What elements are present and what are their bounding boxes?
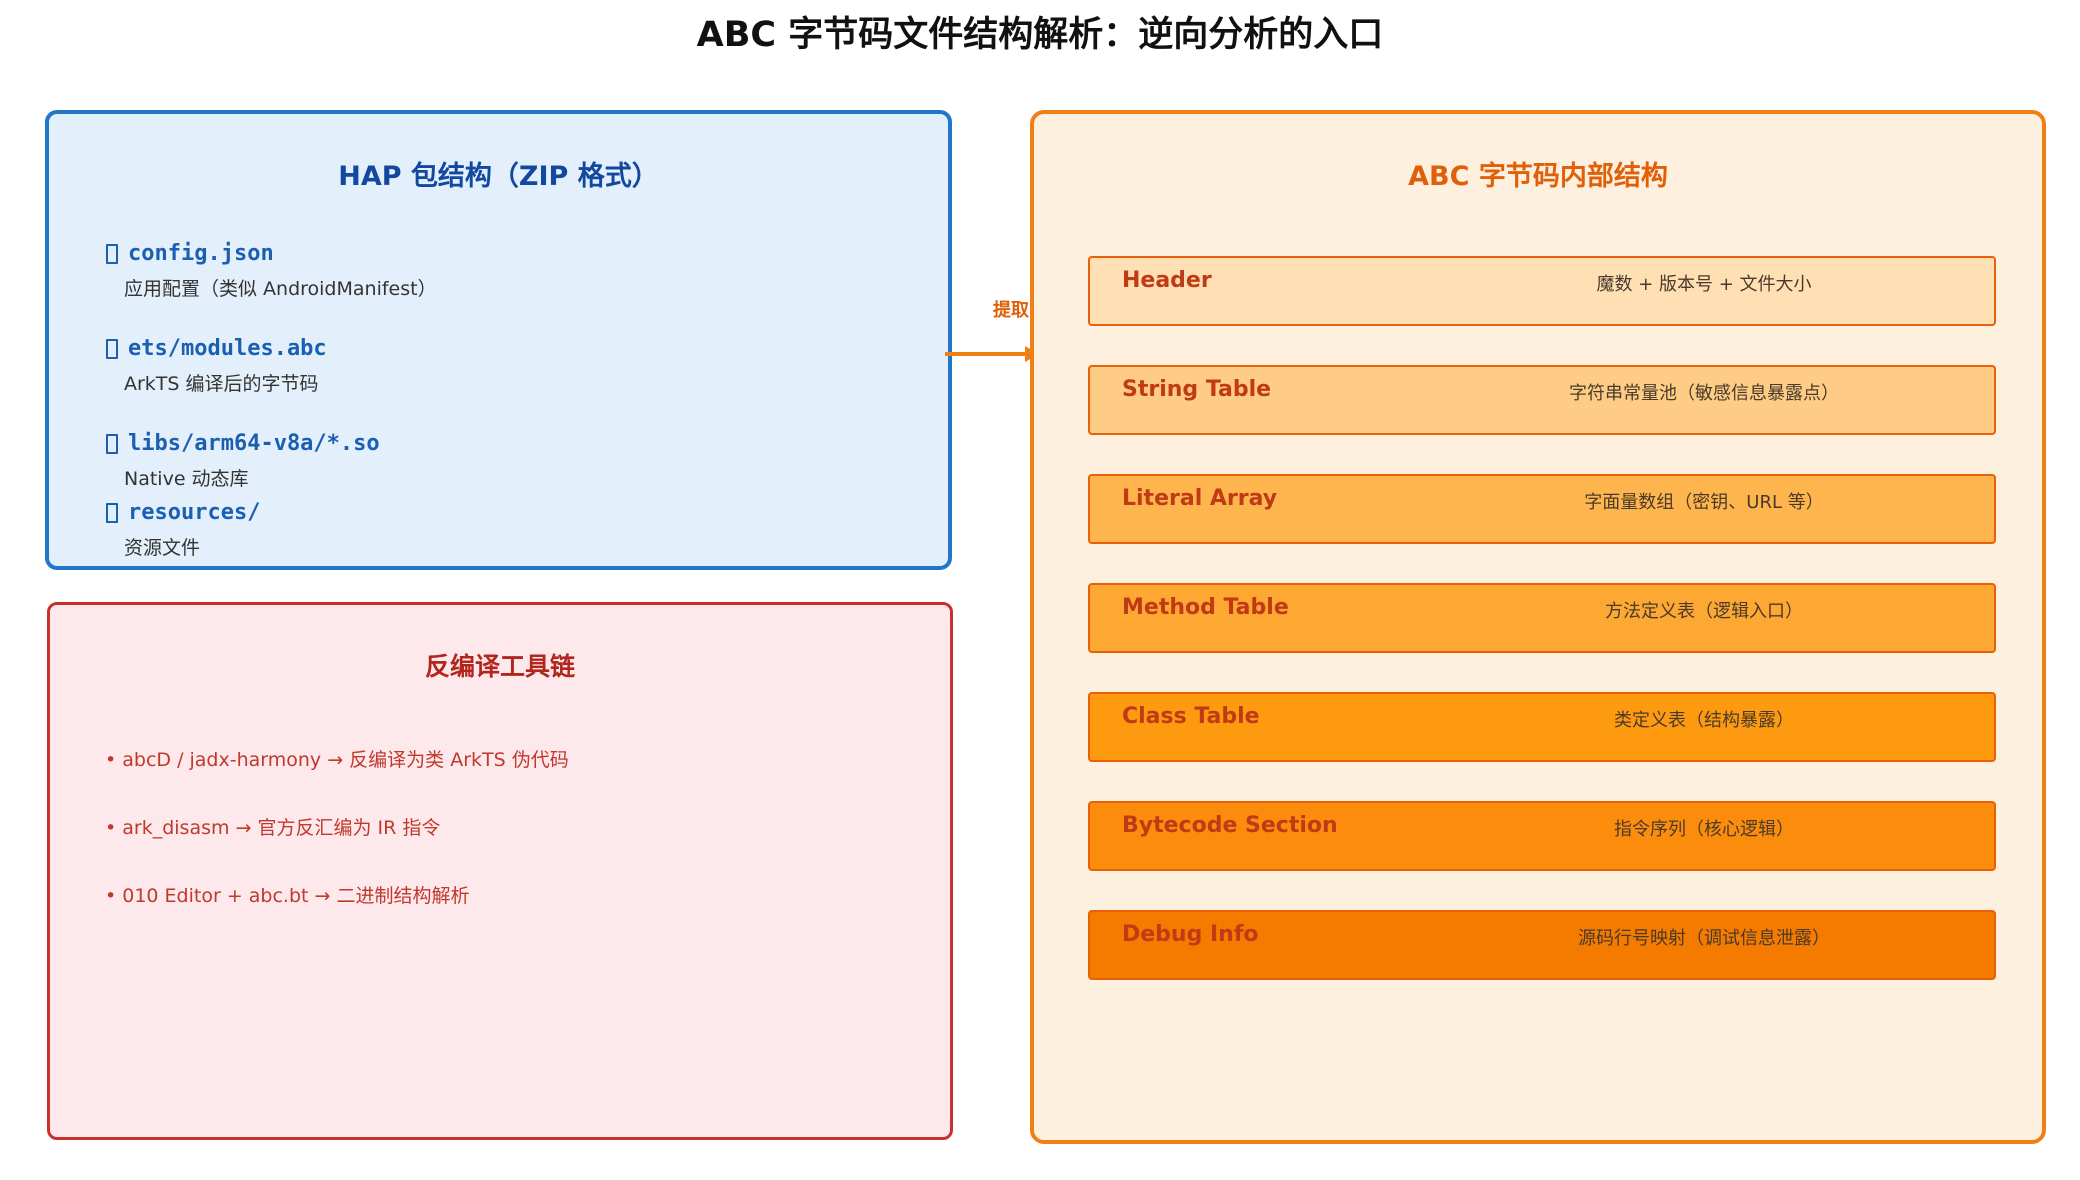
hap-item-config: config.json 应用配置（类似 AndroidManifest） bbox=[106, 241, 437, 301]
abc-row-bytecode-section: Bytecode Section 指令序列（核心逻辑） bbox=[1088, 801, 1996, 871]
hap-item-name: libs/arm64-v8a/*.so bbox=[128, 431, 380, 456]
hap-item-libs: libs/arm64-v8a/*.so Native 动态库 bbox=[106, 431, 380, 491]
abc-row-desc: 字面量数组（密钥、URL 等） bbox=[1584, 492, 1824, 513]
abc-row-desc: 字符串常量池（敏感信息暴露点） bbox=[1569, 383, 1839, 404]
hap-item-name: ets/modules.abc bbox=[128, 336, 327, 361]
abc-row-desc: 指令序列（核心逻辑） bbox=[1614, 819, 1794, 840]
hap-structure-panel: HAP 包结构（ZIP 格式） config.json 应用配置（类似 Andr… bbox=[45, 110, 952, 570]
abc-row-name: Literal Array bbox=[1122, 486, 1278, 511]
hap-item-desc: ArkTS 编译后的字节码 bbox=[124, 373, 319, 395]
hap-item-name: resources/ bbox=[128, 500, 261, 525]
extract-arrow-icon bbox=[945, 346, 1039, 362]
folder-icon bbox=[106, 338, 118, 359]
abc-row-class-table: Class Table 类定义表（结构暴露） bbox=[1088, 692, 1996, 762]
abc-structure-panel: ABC 字节码内部结构 Header 魔数 + 版本号 + 文件大小 Strin… bbox=[1030, 110, 2046, 1144]
abc-row-desc: 魔数 + 版本号 + 文件大小 bbox=[1596, 274, 1812, 295]
hap-item-desc: 资源文件 bbox=[124, 537, 201, 559]
hap-item-resources: resources/ 资源文件 bbox=[106, 500, 260, 560]
hap-item-name: config.json bbox=[128, 241, 274, 266]
folder-icon bbox=[106, 433, 118, 454]
folder-icon bbox=[106, 502, 118, 523]
extract-arrow-label: 提取 bbox=[993, 300, 1029, 321]
abc-row-desc: 方法定义表（逻辑入口） bbox=[1605, 601, 1803, 622]
abc-row-name: Method Table bbox=[1122, 595, 1289, 620]
abc-row-name: Bytecode Section bbox=[1122, 813, 1338, 838]
abc-row-header: Header 魔数 + 版本号 + 文件大小 bbox=[1088, 256, 1996, 326]
abc-row-debug-info: Debug Info 源码行号映射（调试信息泄露） bbox=[1088, 910, 1996, 980]
folder-icon bbox=[106, 243, 118, 264]
abc-row-name: Class Table bbox=[1122, 704, 1260, 729]
toolchain-panel-title: 反编译工具链 bbox=[424, 652, 575, 681]
abc-row-desc: 类定义表（结构暴露） bbox=[1614, 710, 1794, 731]
abc-row-name: Header bbox=[1122, 268, 1212, 293]
hap-panel-title: HAP 包结构（ZIP 格式） bbox=[338, 161, 659, 192]
abc-row-literal-array: Literal Array 字面量数组（密钥、URL 等） bbox=[1088, 474, 1996, 544]
toolchain-item: • ark_disasm → 官方反汇编为 IR 指令 bbox=[105, 817, 441, 839]
hap-item-modules-abc: ets/modules.abc ArkTS 编译后的字节码 bbox=[106, 336, 327, 396]
decompile-toolchain-panel: 反编译工具链 • abcD / jadx-harmony → 反编译为类 Ark… bbox=[47, 602, 953, 1140]
page-title: ABC 字节码文件结构解析：逆向分析的入口 bbox=[696, 15, 1384, 55]
abc-row-name: Debug Info bbox=[1122, 922, 1259, 947]
abc-row-method-table: Method Table 方法定义表（逻辑入口） bbox=[1088, 583, 1996, 653]
toolchain-item: • abcD / jadx-harmony → 反编译为类 ArkTS 伪代码 bbox=[105, 749, 569, 771]
abc-row-string-table: String Table 字符串常量池（敏感信息暴露点） bbox=[1088, 365, 1996, 435]
hap-item-desc: Native 动态库 bbox=[124, 468, 249, 490]
abc-panel-title: ABC 字节码内部结构 bbox=[1408, 161, 1668, 192]
abc-row-desc: 源码行号映射（调试信息泄露） bbox=[1578, 928, 1830, 949]
hap-item-desc: 应用配置（类似 AndroidManifest） bbox=[124, 278, 437, 300]
toolchain-item: • 010 Editor + abc.bt → 二进制结构解析 bbox=[105, 885, 470, 907]
abc-row-name: String Table bbox=[1122, 377, 1272, 402]
